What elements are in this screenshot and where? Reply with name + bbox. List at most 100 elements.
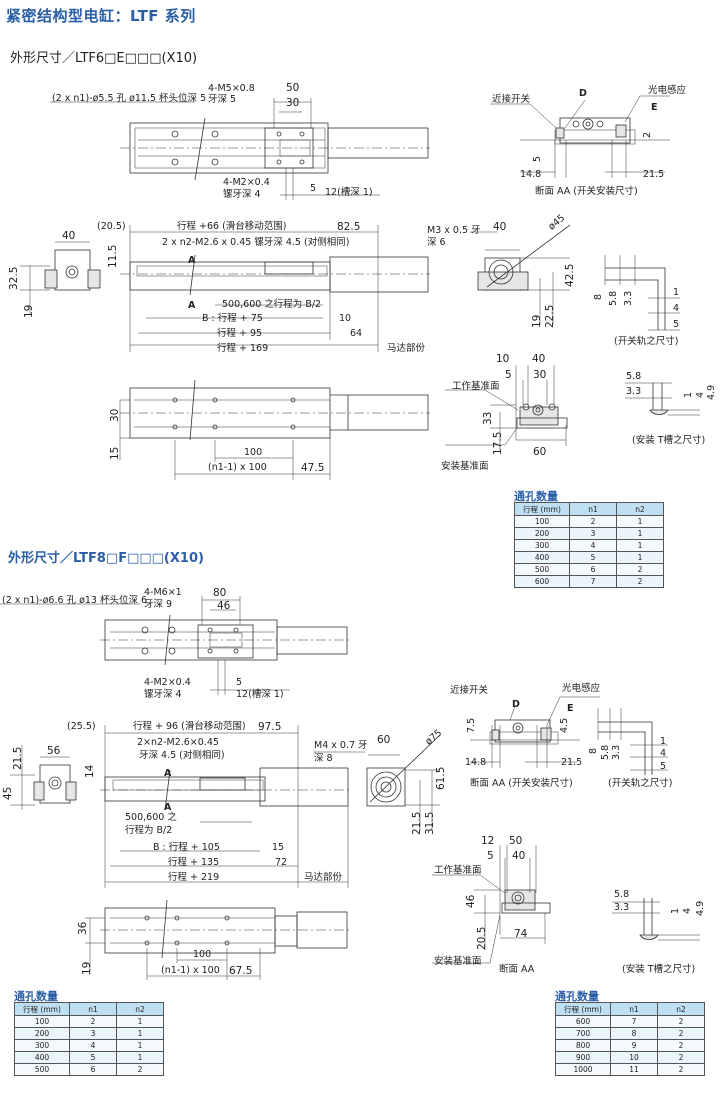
dim-20-5: (20.5) (97, 221, 126, 232)
section-marker-a-bottom: A (164, 802, 172, 813)
section-aa-caption: 断面 AA (499, 964, 535, 975)
m5-thread-note: 4-M5×0.8 (208, 83, 255, 94)
dim-97-5: 97.5 (258, 721, 282, 733)
dim-3-3: 3.3 (614, 902, 630, 913)
dim-12: 12 (481, 835, 495, 847)
cell: 2 (657, 1063, 705, 1076)
ltf8-bottom-view-drawing (85, 899, 350, 980)
b-half-note-line2: 行程为 B/2 (125, 825, 173, 836)
ltf8-t-slot-drawing (612, 898, 700, 941)
dim-14-8: 14.8 (520, 169, 542, 180)
cell: 800 (555, 1039, 611, 1052)
dim-4: 4 (660, 748, 667, 759)
motor-part-label: 马达部份 (387, 343, 426, 354)
cell: 1 (616, 551, 664, 564)
photo-sensor-label: 光电感应 (562, 683, 601, 694)
dim-10: 10 (496, 353, 510, 365)
dim-3-3: 3.3 (623, 290, 634, 306)
motor-part-label: 马达部份 (304, 872, 343, 883)
dim-67-5: 67.5 (229, 965, 253, 977)
dim-47-5: 47.5 (301, 462, 325, 474)
dim-4-9: 4.9 (706, 384, 717, 400)
dim-8: 8 (588, 747, 599, 754)
stroke-plus-95: 行程 + 95 (217, 328, 263, 339)
dim-14: 14 (84, 764, 96, 778)
cell: 3 (69, 1027, 117, 1040)
dim-4-9: 4.9 (695, 900, 706, 916)
cell: 200 (14, 1027, 70, 1040)
b-half-note-line1: 500,600 之 (125, 812, 177, 823)
proximity-switch-label: 近接开关 (450, 685, 489, 696)
dim-8: 8 (593, 293, 604, 300)
slot-note: 12(槽深 1) (325, 187, 373, 198)
cell: 8 (609, 1027, 659, 1040)
dim-50: 50 (286, 82, 300, 94)
hole-pitch: (n1-1) x 100 (161, 965, 220, 976)
cell: 2 (657, 1039, 705, 1052)
travel-range: 行程 + 96 (滑台移动范围) (133, 721, 246, 732)
cell: 7 (609, 1015, 659, 1028)
dim-19: 19 (23, 304, 35, 318)
section-marker-a-top: A (164, 768, 172, 779)
cell: 300 (14, 1039, 70, 1052)
hole-pitch: (n1-1) x 100 (208, 462, 267, 473)
cell: 1 (116, 1027, 164, 1040)
ltf6-motor-view-drawing (470, 224, 571, 325)
cell: 1 (116, 1051, 164, 1064)
m2-thread-note: 4-M2×0.4 (223, 177, 270, 188)
column-header: 行程 (mm) (555, 1002, 611, 1016)
cell: 300 (514, 539, 570, 552)
cell: 2 (116, 1063, 164, 1076)
dim-56: 56 (47, 745, 61, 757)
cell: 700 (555, 1027, 611, 1040)
cell: 100 (14, 1015, 70, 1028)
dim-5-8: 5.8 (626, 371, 642, 382)
dim-11-5: 11.5 (107, 244, 119, 268)
cell: 2 (657, 1027, 705, 1040)
tap-note-line1: 2×n2-M2.6×0.45 (137, 737, 219, 748)
column-header: n1 (69, 1002, 117, 1016)
cell: 2 (569, 515, 617, 528)
work-reference-surface: 工作基准面 (434, 865, 482, 876)
dim-32-5: 32.5 (8, 266, 20, 290)
cell: 2 (616, 575, 664, 588)
b-dimension: B : 行程 + 75 (202, 313, 263, 324)
b-half-note: 500,600 之行程为 B/2 (222, 299, 322, 310)
dim-31-5: 31.5 (424, 811, 436, 835)
ltf8-section-heading: 外形尺寸／LTF8□F□□□(X10) (8, 551, 204, 566)
dim-14-8: 14.8 (465, 757, 487, 768)
cell: 1 (616, 527, 664, 540)
dim-21-5: 21.5 (643, 169, 665, 180)
dim-5: 5 (236, 677, 243, 688)
work-reference-surface: 工作基准面 (452, 381, 500, 392)
m3-depth-note: 深 6 (427, 237, 446, 248)
dim-5: 5 (487, 850, 494, 862)
dim-30: 30 (109, 408, 121, 422)
ltf8-section-aa-drawing (470, 696, 600, 768)
cell: 5 (69, 1051, 117, 1064)
ltf6-top-view-drawing (50, 98, 430, 200)
cell: 1 (116, 1039, 164, 1052)
dim-10: 10 (339, 313, 352, 324)
cell: 5 (569, 551, 617, 564)
dim-30: 30 (286, 97, 300, 109)
dim-7-5: 7.5 (466, 717, 477, 733)
m6-thread-note: 4-M6×1 (144, 587, 182, 598)
m6-depth-note: 牙深 9 (144, 599, 173, 610)
m2-depth-note: 镙牙深 4 (223, 189, 261, 200)
dim-21-5: 21.5 (411, 811, 423, 835)
dim-46: 46 (217, 600, 231, 612)
dim-64: 64 (350, 328, 363, 339)
cell: 4 (569, 539, 617, 552)
mount-reference-surface: 安装基准面 (434, 956, 482, 967)
dim-5-8: 5.8 (614, 889, 630, 900)
